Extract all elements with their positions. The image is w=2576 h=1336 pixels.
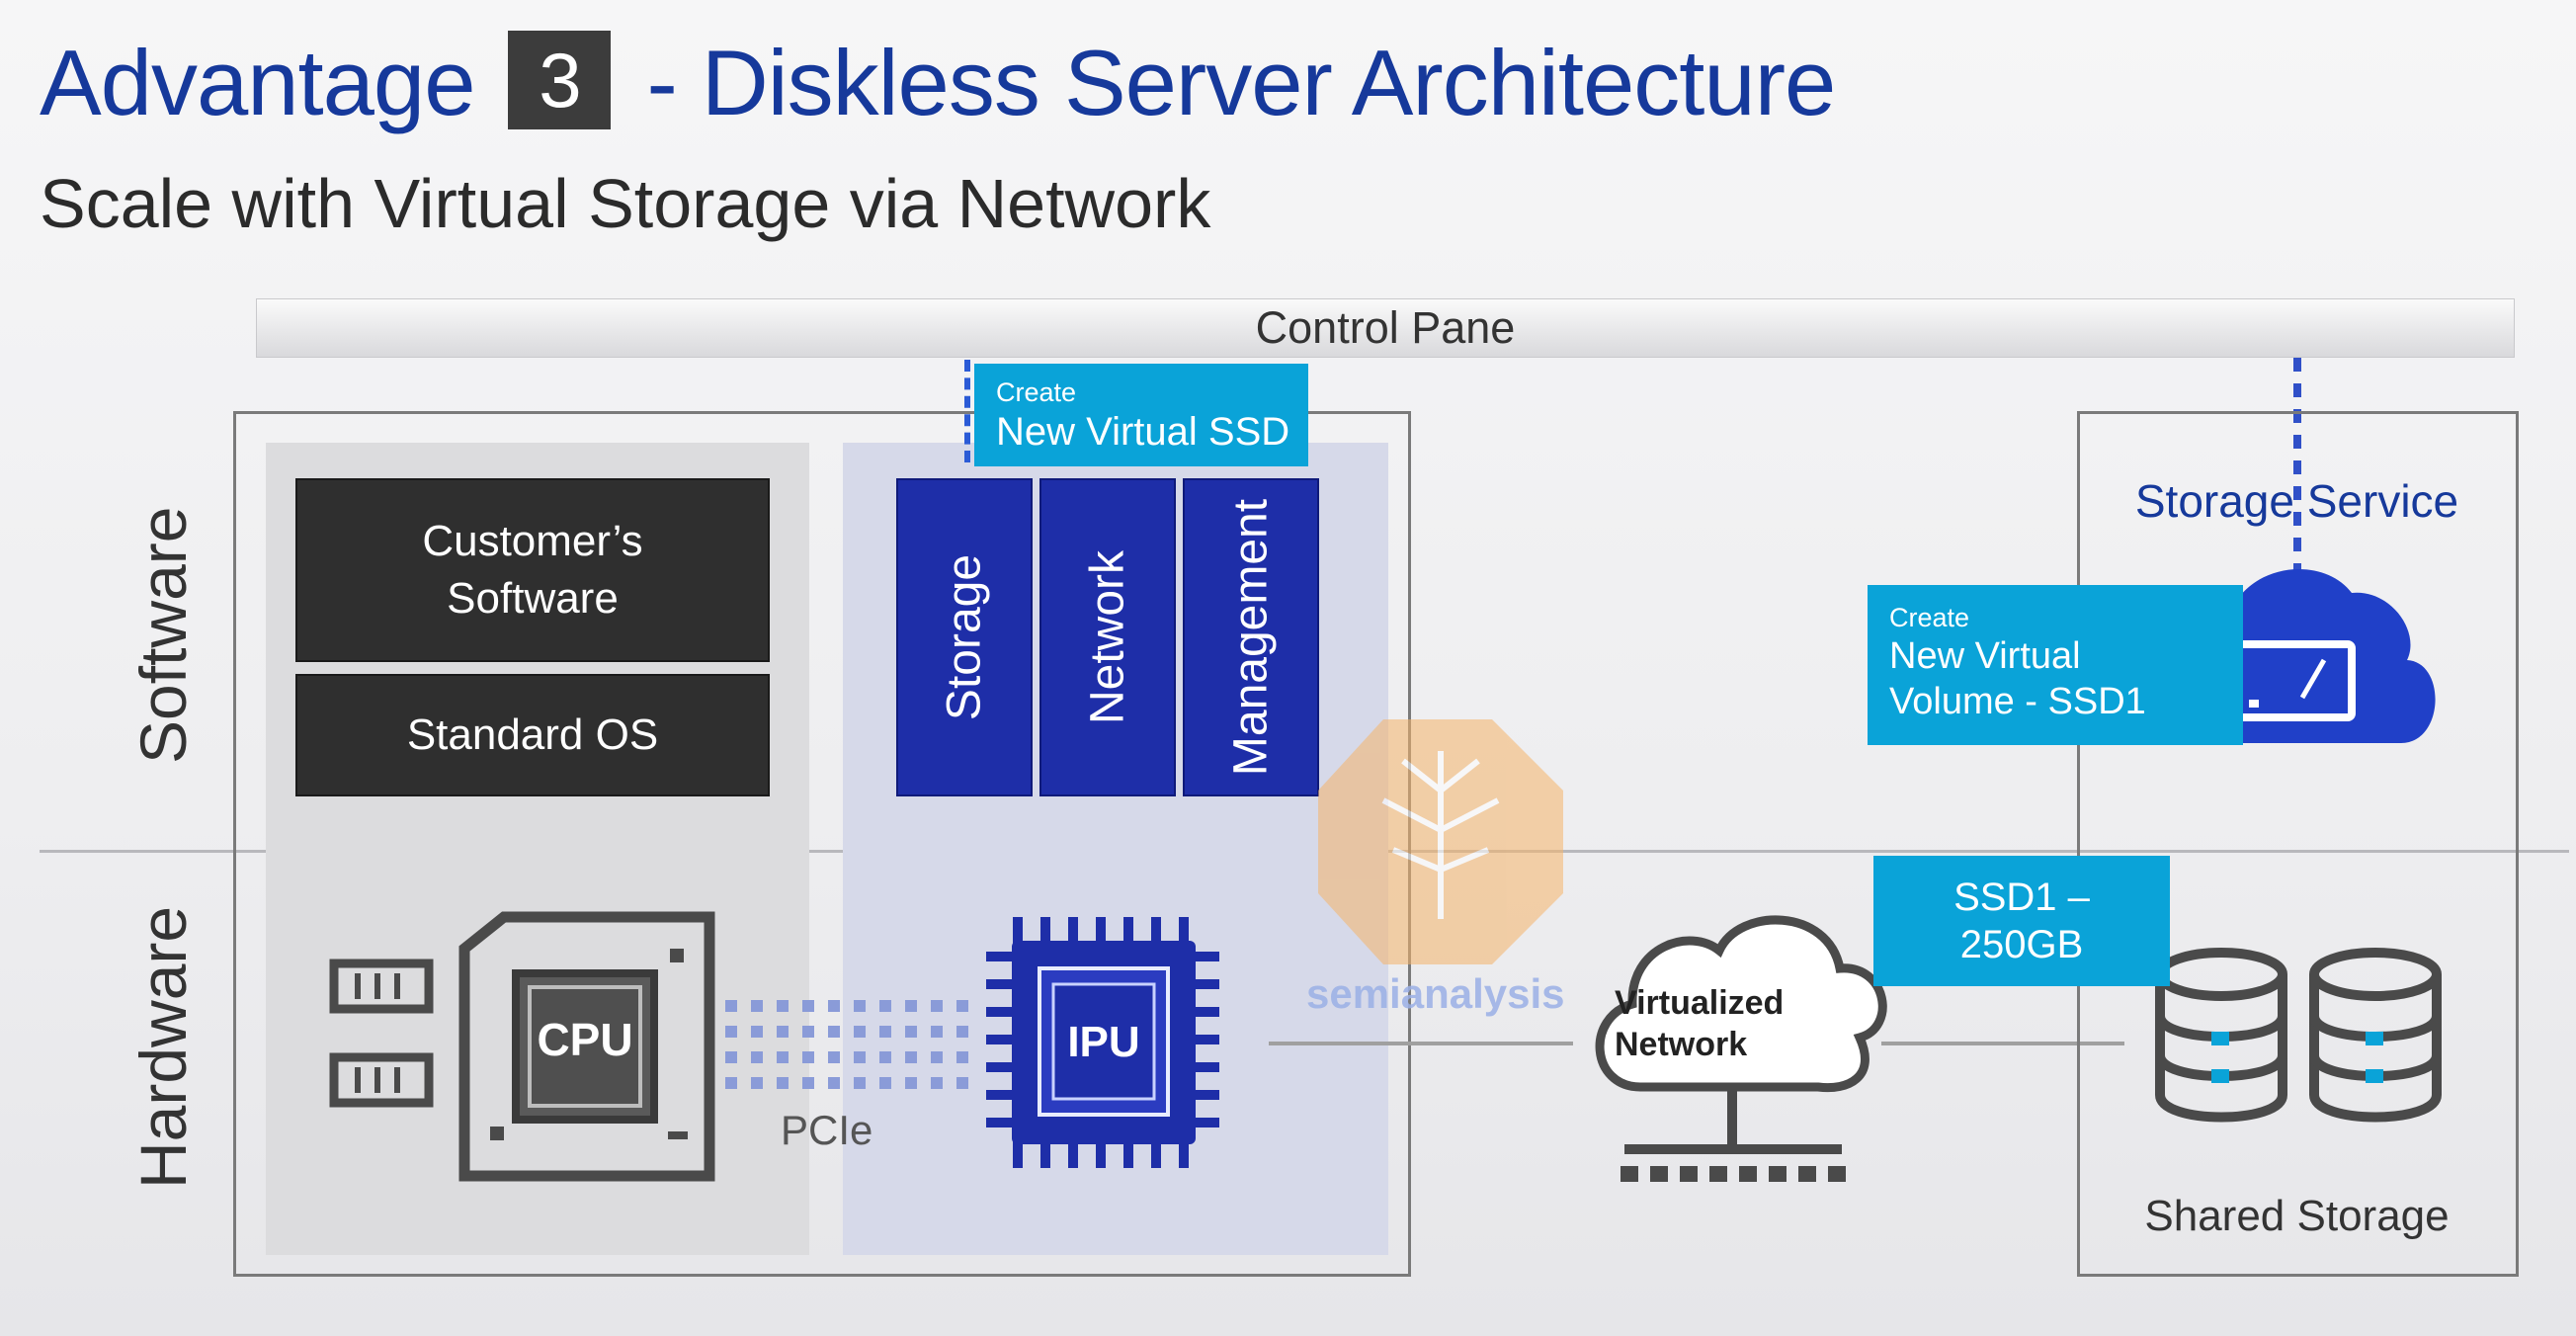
create-volume-line2: Volume - SSD1 — [1889, 681, 2146, 722]
control-pane-bar: Control Pane — [256, 298, 2515, 358]
storage-stack: Storage — [896, 478, 1033, 796]
ipu-icon — [986, 917, 1219, 1168]
cpu-icon — [458, 911, 715, 1182]
database-1-light-bottom — [2211, 1069, 2229, 1083]
customers-software-line1: Customer’s — [422, 517, 643, 565]
watermark-text: semianalysis — [1306, 970, 1565, 1017]
standard-os-box: Standard OS — [295, 674, 770, 796]
database-2-light-bottom — [2366, 1069, 2383, 1083]
title-number-badge: 3 — [508, 31, 612, 129]
virtualized-network-label: Virtualized Network — [1615, 982, 1784, 1065]
title-suffix: - Diskless Server Architecture — [646, 31, 1836, 134]
storage-service-label: Storage Service — [2134, 475, 2459, 527]
database-icon-2 — [2309, 948, 2442, 1123]
cloud-network-icon — [1595, 915, 1887, 1093]
pcie-label: PCIe — [781, 1107, 873, 1153]
create-ssd-main: New Virtual SSD — [996, 410, 1290, 454]
management-stack: Management — [1183, 478, 1319, 796]
ssd1-line1: SSD1 – — [1953, 876, 2090, 919]
virtualized-network-line1: Virtualized — [1615, 984, 1785, 1022]
ssd1-capacity-box: SSD1 – 250GB — [1873, 856, 2170, 986]
ipu-control-dashed-line — [964, 360, 975, 462]
create-virtual-volume-box: Create New Virtual Volume - SSD1 — [1868, 585, 2243, 745]
create-volume-line1: New Virtual — [1889, 635, 2081, 677]
page-title: Advantage 3 - Diskless Server Architecture — [40, 30, 1836, 136]
page-subtitle: Scale with Virtual Storage via Network — [40, 165, 1211, 242]
ipu-label: IPU — [1067, 1018, 1140, 1066]
ssd1-line2: 250GB — [1959, 923, 2084, 966]
create-virtual-ssd-box: Create New Virtual SSD — [974, 364, 1308, 466]
create-volume-small: Create — [1889, 603, 1970, 632]
cpu-label: CPU — [537, 1014, 633, 1065]
network-stack: Network — [1039, 478, 1176, 796]
create-ssd-small: Create — [996, 377, 1077, 407]
storage-box — [2077, 411, 2519, 1277]
database-2-light-top — [2366, 1032, 2383, 1045]
pcie-link-dots — [725, 1000, 968, 1089]
shared-storage-label: Shared Storage — [2144, 1192, 2450, 1240]
network-switch-icon — [1620, 1091, 1846, 1182]
customers-software-line2: Software — [447, 574, 619, 623]
title-prefix: Advantage — [40, 31, 475, 134]
customers-software-box: Customer’s Software — [295, 478, 770, 662]
virtualized-network-line2: Network — [1615, 1026, 1748, 1063]
watermark-logo-icon — [1318, 719, 1563, 964]
memory-icon — [329, 959, 434, 1108]
database-1-light-top — [2211, 1032, 2229, 1045]
